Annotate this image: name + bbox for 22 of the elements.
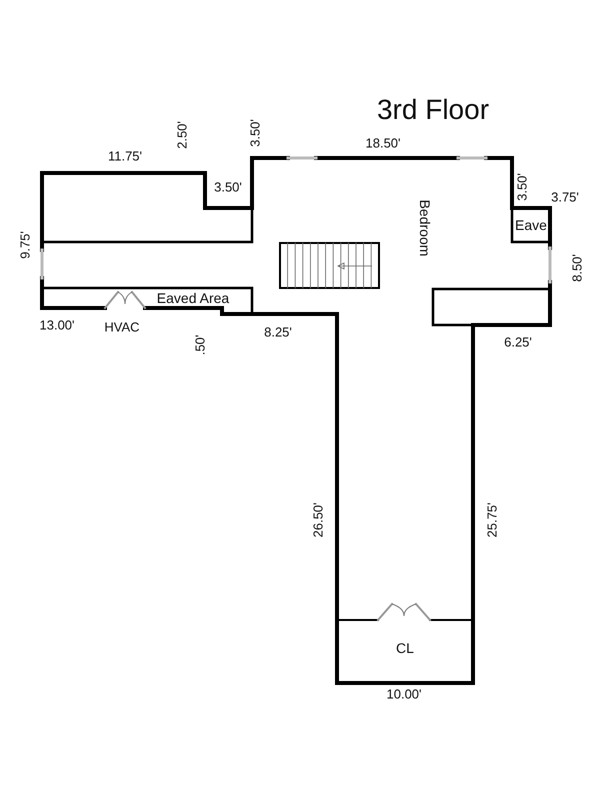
dimension-label: 25.75' — [486, 502, 498, 538]
dimension-label: 18.50' — [366, 136, 400, 150]
dimension-label: 11.75' — [108, 150, 142, 162]
dimension-label: 10.00' — [386, 688, 422, 700]
room-label: Bedroom — [418, 200, 432, 256]
dimension-label: 9.75' — [18, 231, 32, 259]
dimension-label: 3.50' — [516, 173, 528, 201]
dimension-label: .50' — [194, 334, 206, 356]
room-label: HVAC — [104, 320, 140, 334]
dimension-label: 3.75' — [551, 190, 579, 204]
dimension-label: 3.50' — [214, 180, 242, 194]
room-label: Eaved Area — [156, 291, 230, 305]
dimension-label: 3.50' — [248, 119, 262, 147]
dimension-label: 2.50' — [176, 121, 188, 149]
dimension-label: 8.25' — [264, 326, 292, 338]
dimension-label: 6.25' — [504, 336, 532, 348]
dimension-label: 26.50' — [312, 502, 324, 538]
room-label: CL — [396, 641, 414, 655]
dimension-label: 13.00' — [40, 318, 74, 332]
floor-title: 3rd Floor — [376, 96, 490, 124]
room-label: Eave — [515, 218, 547, 232]
dimension-label: 8.50' — [570, 254, 584, 282]
